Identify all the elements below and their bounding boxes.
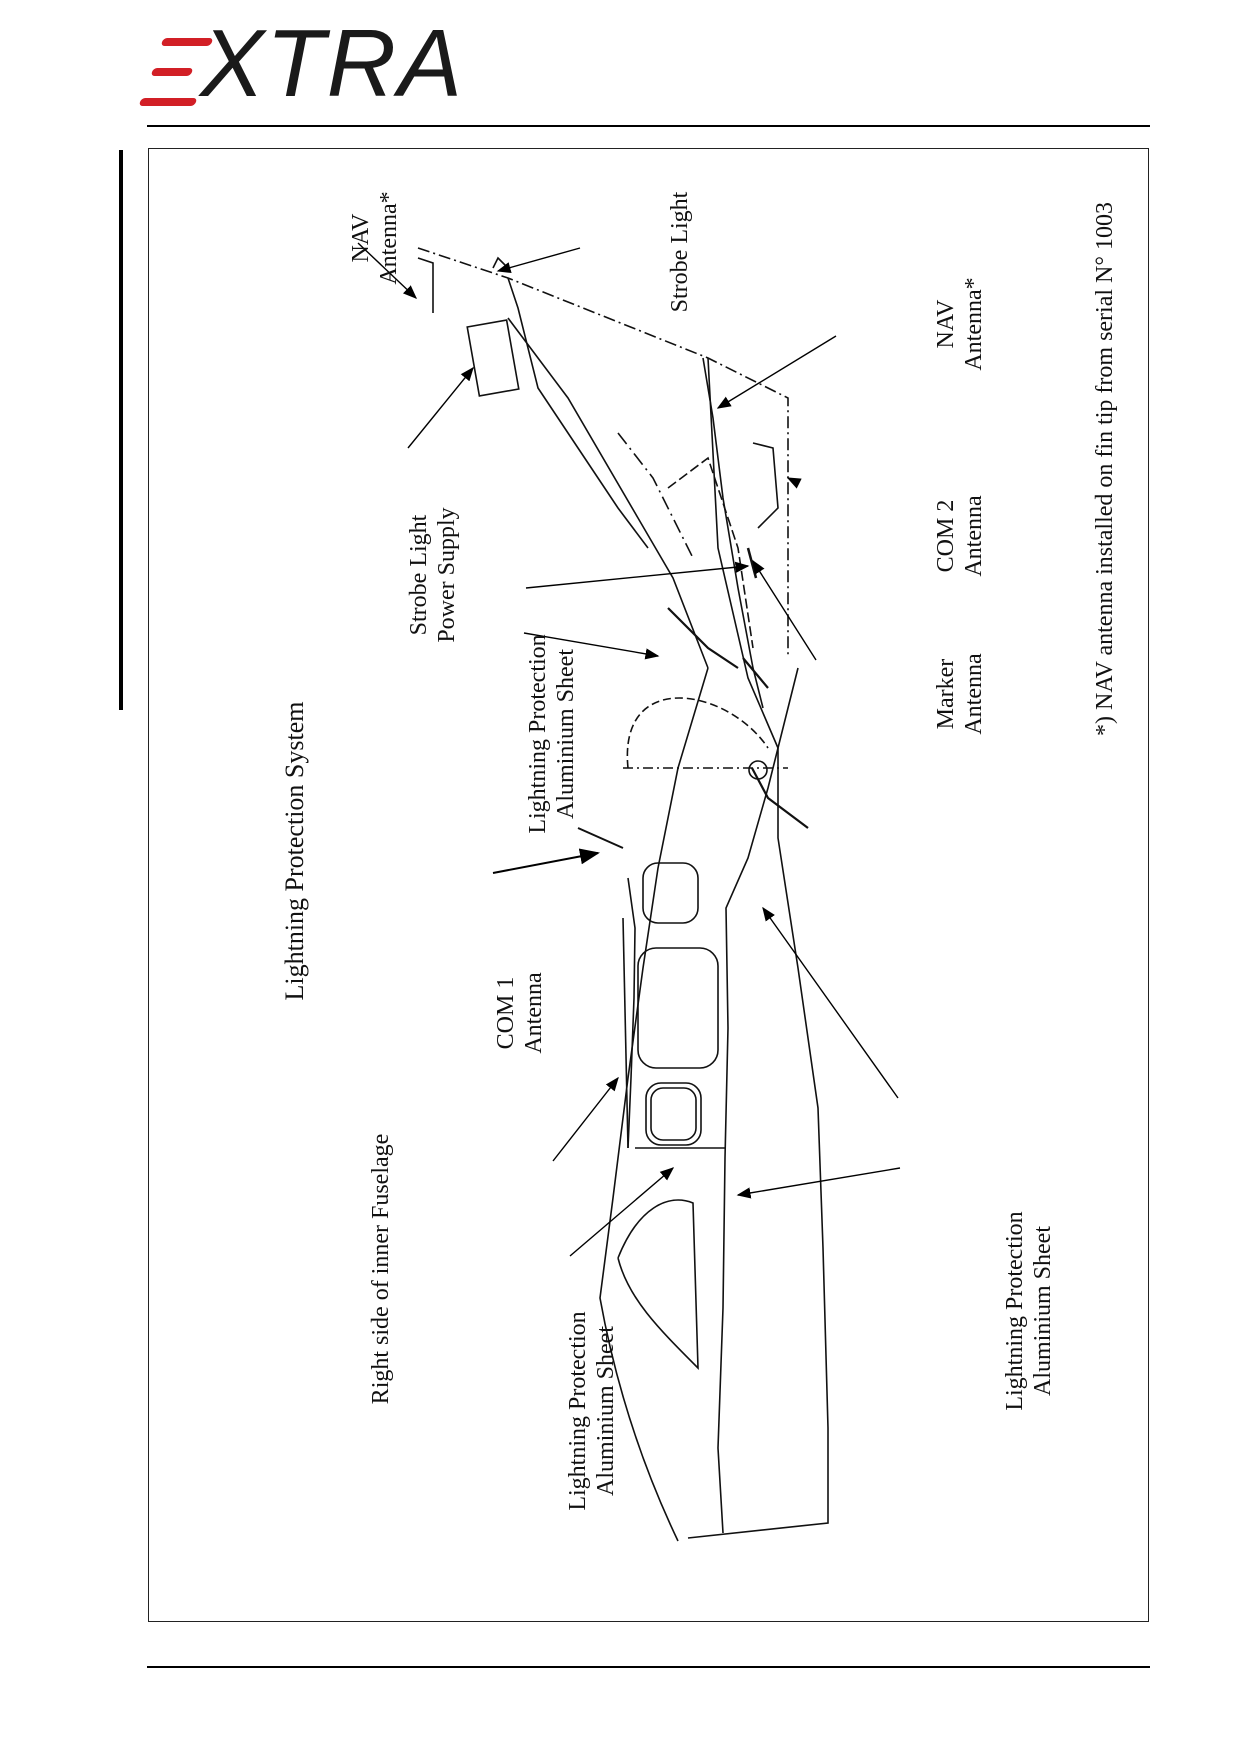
callout-lp-upper-line2: Aluminium Sheet	[553, 649, 579, 819]
fuselage-drawing	[357, 242, 901, 1542]
logo-bar-bottom	[138, 98, 198, 106]
callout-nav-antenna-top-line2: Antenna*	[376, 191, 402, 285]
callout-lp-lower-right-line2: Aluminium Sheet	[1030, 1226, 1056, 1396]
arrow-lp-lower-left-1	[552, 1076, 619, 1162]
callout-strobe-light-line1: Strobe Light	[667, 191, 693, 313]
header-rule	[147, 125, 1150, 127]
arrow-nav-top	[357, 242, 418, 299]
callout-lp-lower-right-line1: Lightning Protection	[1002, 1211, 1028, 1411]
tail-boom-upper	[507, 317, 709, 669]
callout-nav-antenna-fin-line2: Antenna*	[961, 277, 987, 371]
arrow-lp-upper-1	[525, 561, 750, 589]
fuselage-connector	[748, 760, 768, 780]
inner-frame-left	[717, 667, 799, 1534]
arrow-nav-fin	[716, 335, 837, 409]
arrow-marker	[752, 559, 817, 661]
window-3	[645, 1082, 702, 1146]
arrow-strobe-power	[407, 366, 474, 449]
revision-bar	[119, 150, 123, 710]
window-2	[637, 947, 719, 1069]
callout-marker: Marker Antenna	[932, 644, 988, 744]
callout-com2: COM 2 Antenna	[932, 491, 988, 581]
arrow-com1	[492, 848, 600, 874]
callout-lp-upper-line1: Lightning Protection	[525, 634, 551, 834]
callout-marker-line1: Marker	[933, 658, 959, 730]
callout-nav-antenna-fin-line1: NAV	[933, 299, 959, 349]
callout-nav-antenna-top: NAV Antenna*	[347, 183, 403, 293]
window-1	[642, 862, 699, 924]
com2-antenna-drawing	[752, 442, 779, 529]
footer-rule	[147, 1666, 1150, 1668]
callout-com1: COM 1 Antenna	[492, 968, 548, 1058]
fuselage-upper-contour	[599, 667, 709, 1542]
arrow-lp-lower-right-1	[762, 906, 899, 1099]
nav-antenna-top-drawing	[417, 257, 434, 313]
callout-strobe-light: Strobe Light	[666, 182, 694, 322]
callout-marker-line2: Antenna	[961, 653, 987, 735]
arrow-lp-upper-2	[523, 632, 660, 660]
callout-nav-antenna-top-line1: NAV	[348, 213, 374, 263]
diagram-subtitle: Right side of inner Fuselage	[368, 1133, 394, 1405]
vertical-fin	[417, 247, 789, 658]
callout-com2-line2: Antenna	[961, 495, 987, 577]
callout-com2-line1: COM 2	[933, 499, 959, 573]
inner-frame-top	[627, 877, 636, 1149]
strobe-power-supply-box	[466, 319, 520, 397]
callout-lp-lower-right: Lightning Protection Aluminium Sheet	[1001, 1206, 1057, 1416]
callout-lp-lower-left-line1: Lightning Protection	[565, 1311, 591, 1511]
callout-strobe-power-line1: Strobe Light	[406, 514, 432, 636]
arrow-lp-lower-right-2	[736, 1167, 901, 1199]
logo-bar-middle	[150, 68, 194, 76]
diagram-title: Lightning Protection System	[280, 701, 309, 1001]
callout-com1-line2: Antenna	[521, 972, 547, 1054]
callout-strobe-power-line2: Power Supply	[434, 507, 460, 643]
tail-boom-lower	[707, 357, 779, 749]
arrow-lp-lower-left-2	[569, 1167, 675, 1257]
logo-text: XTRA	[200, 10, 465, 117]
figure-frame	[148, 148, 1149, 1622]
arrow-com2	[786, 477, 802, 489]
footnote: *) NAV antenna installed on fin tip from…	[1092, 202, 1118, 736]
callout-nav-antenna-fin: NAV Antenna*	[932, 269, 988, 379]
callout-lp-upper: Lightning Protection Aluminium Sheet	[524, 629, 580, 839]
callout-strobe-power: Strobe Light Power Supply	[405, 500, 461, 650]
arrow-strobe-light	[496, 247, 581, 273]
extra-logo: XTRA	[138, 16, 480, 120]
callout-lp-lower-left: Lightning Protection Aluminium Sheet	[564, 1306, 620, 1516]
fuselage-lower-contour	[687, 748, 829, 1539]
com1-antenna-drawing	[577, 827, 624, 849]
callout-lp-lower-left-line2: Aluminium Sheet	[593, 1326, 619, 1496]
callout-com1-line1: COM 1	[493, 976, 519, 1050]
